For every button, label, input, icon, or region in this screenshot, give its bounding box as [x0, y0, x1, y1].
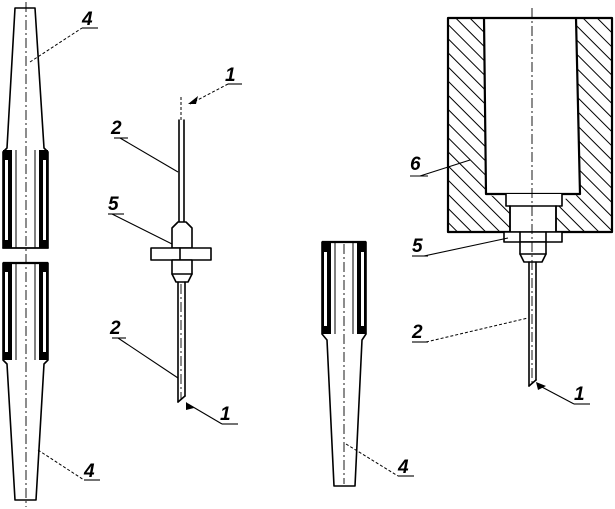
upper-cap-grip-ribs — [3, 150, 48, 248]
double-cap-assembly — [2, 2, 49, 507]
label-1-top: 1 — [225, 65, 236, 86]
leader-4-top — [29, 27, 83, 63]
label-2-lower: 2 — [109, 318, 121, 339]
label-4-bottom-right: 4 — [397, 457, 409, 478]
label-2-right: 2 — [411, 322, 423, 343]
label-1-bottom-middle: 1 — [220, 404, 231, 425]
label-5-right: 5 — [412, 236, 423, 257]
hub-flange — [150, 247, 212, 261]
needle-with-hub — [150, 96, 212, 403]
leader-4-bottom-left — [37, 449, 85, 481]
label-1-right: 1 — [574, 384, 585, 405]
label-6: 6 — [410, 154, 421, 175]
lower-cap-grip-ribs — [3, 263, 48, 360]
label-2-upper: 2 — [110, 118, 122, 139]
hub-body — [171, 221, 193, 249]
holder-with-needle — [446, 8, 614, 387]
label-5-left: 5 — [108, 194, 119, 215]
single-cap — [321, 240, 367, 487]
label-4-bottom-left: 4 — [83, 461, 95, 482]
label-4-top: 4 — [81, 9, 93, 30]
hub-flange-right — [503, 231, 563, 243]
